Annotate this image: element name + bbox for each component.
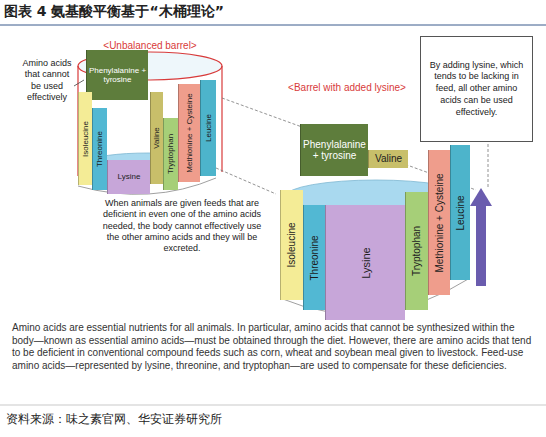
explanation-note: When animals are given feeds that are de… — [96, 198, 268, 254]
footer-rule — [0, 405, 546, 406]
guide-line — [488, 144, 489, 188]
stave-label: Valine — [153, 127, 161, 149]
stave-label: Tryptophan — [167, 134, 175, 174]
barrel-heading: <Barrel with added lysine> — [262, 82, 432, 95]
barrel-stave: Tryptophan — [163, 118, 178, 190]
barrel-stave: Leucine — [450, 145, 470, 280]
stave-label: Isoleucine — [82, 120, 90, 156]
stave-label: Threonine — [310, 235, 320, 280]
barrel-stave: Methionine + Cysteine — [428, 150, 450, 295]
guide-line — [216, 168, 276, 194]
stave-label: By adding lysine, which tends to be lack… — [425, 60, 528, 118]
source-note: 资料来源：味之素官网、华安证券研究所 — [6, 412, 406, 427]
stave-label: Methionine + Cysteine — [186, 93, 194, 172]
barrel-stave: Valine — [150, 92, 163, 184]
stave-label: Lysine — [118, 172, 141, 181]
barrel-stave: Threonine — [92, 108, 107, 190]
stave-label: Threonine — [96, 131, 104, 167]
leader-line — [74, 80, 84, 86]
stave-label: Leucine — [205, 114, 213, 142]
figure-title: 图表 4 氨基酸平衡基于“木桶理论” — [4, 3, 224, 21]
barrel-stave: Phenylalanine + tyrosine — [86, 50, 148, 100]
callout-note: Amino acids that cannot be used effectiv… — [20, 58, 74, 103]
callout-box: By adding lysine, which tends to be lack… — [420, 36, 533, 142]
increase-arrow — [470, 188, 492, 206]
barrel-stave: Tryptophan — [405, 192, 428, 310]
barrel-stave: Isoleucine — [78, 92, 92, 185]
barrel-stave: Leucine — [200, 80, 216, 176]
stave-label: Lysine — [360, 247, 371, 278]
barrel-stave: Threonine — [303, 205, 325, 310]
increase-arrow — [476, 204, 486, 286]
stave-label: Phenylalanine + tyrosine — [87, 66, 148, 84]
stave-label: Methionine + Cysteine — [435, 173, 445, 272]
title-rule — [0, 25, 546, 26]
stave-label: Tryptophan — [412, 226, 422, 276]
stave-label: Phenylalanine + tyrosine — [301, 139, 368, 162]
description-paragraph: Amino acids are essential nutrients for … — [12, 322, 534, 372]
stave-label: Valine — [375, 153, 402, 165]
barrel-outline — [221, 66, 222, 172]
stave-label: Isoleucine — [287, 222, 297, 267]
barrel-stave: Phenylalanine + tyrosine — [300, 124, 368, 176]
barrel-stave: Methionine + Cysteine — [178, 84, 200, 182]
barrel-stave: Isoleucine — [280, 190, 303, 300]
barrel-stave: Valine — [368, 150, 408, 168]
barrel-stave: Lysine — [325, 205, 405, 320]
stave-label: Leucine — [456, 195, 466, 230]
barrel-stave: Lysine — [107, 160, 150, 194]
